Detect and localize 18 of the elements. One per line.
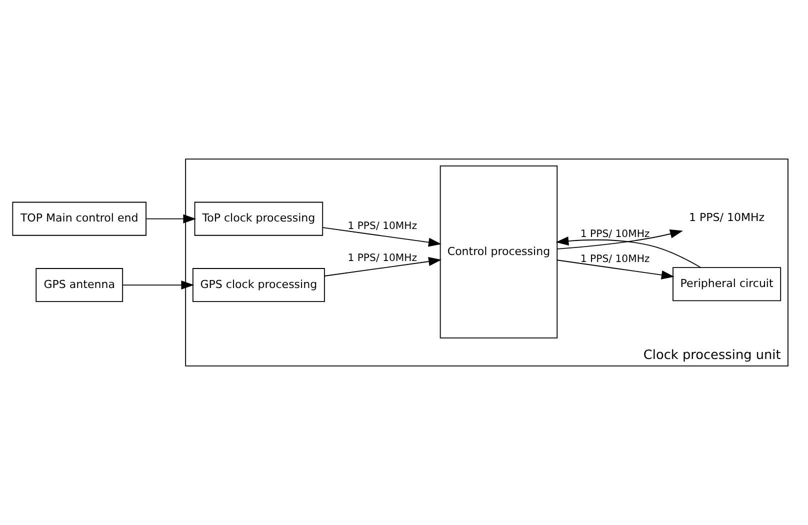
edge-label: 1 PPS/ 10MHz	[348, 252, 418, 264]
edge-label: 1 PPS/ 10MHz	[348, 220, 418, 232]
node-text: 1 PPS/ 10MHz	[689, 210, 765, 224]
arrow	[324, 257, 442, 276]
node-box: ToP clock processing	[194, 202, 324, 236]
edge-label: 1 PPS/ 10MHz	[580, 229, 650, 240]
arrow	[122, 280, 194, 290]
arrow	[322, 227, 442, 247]
node-box: Control processing	[440, 165, 558, 338]
node-box: GPS clock processing	[192, 268, 325, 302]
arrow	[556, 229, 683, 250]
edge-label: 1 PPS/ 10MHz	[580, 254, 650, 265]
node-box: TOP Main control end	[12, 202, 146, 236]
node-box: Peripheral circuit	[672, 267, 782, 302]
arrow	[146, 214, 196, 224]
arrow	[556, 260, 674, 280]
node-box: GPS antenna	[36, 268, 124, 302]
arrow	[556, 236, 702, 268]
